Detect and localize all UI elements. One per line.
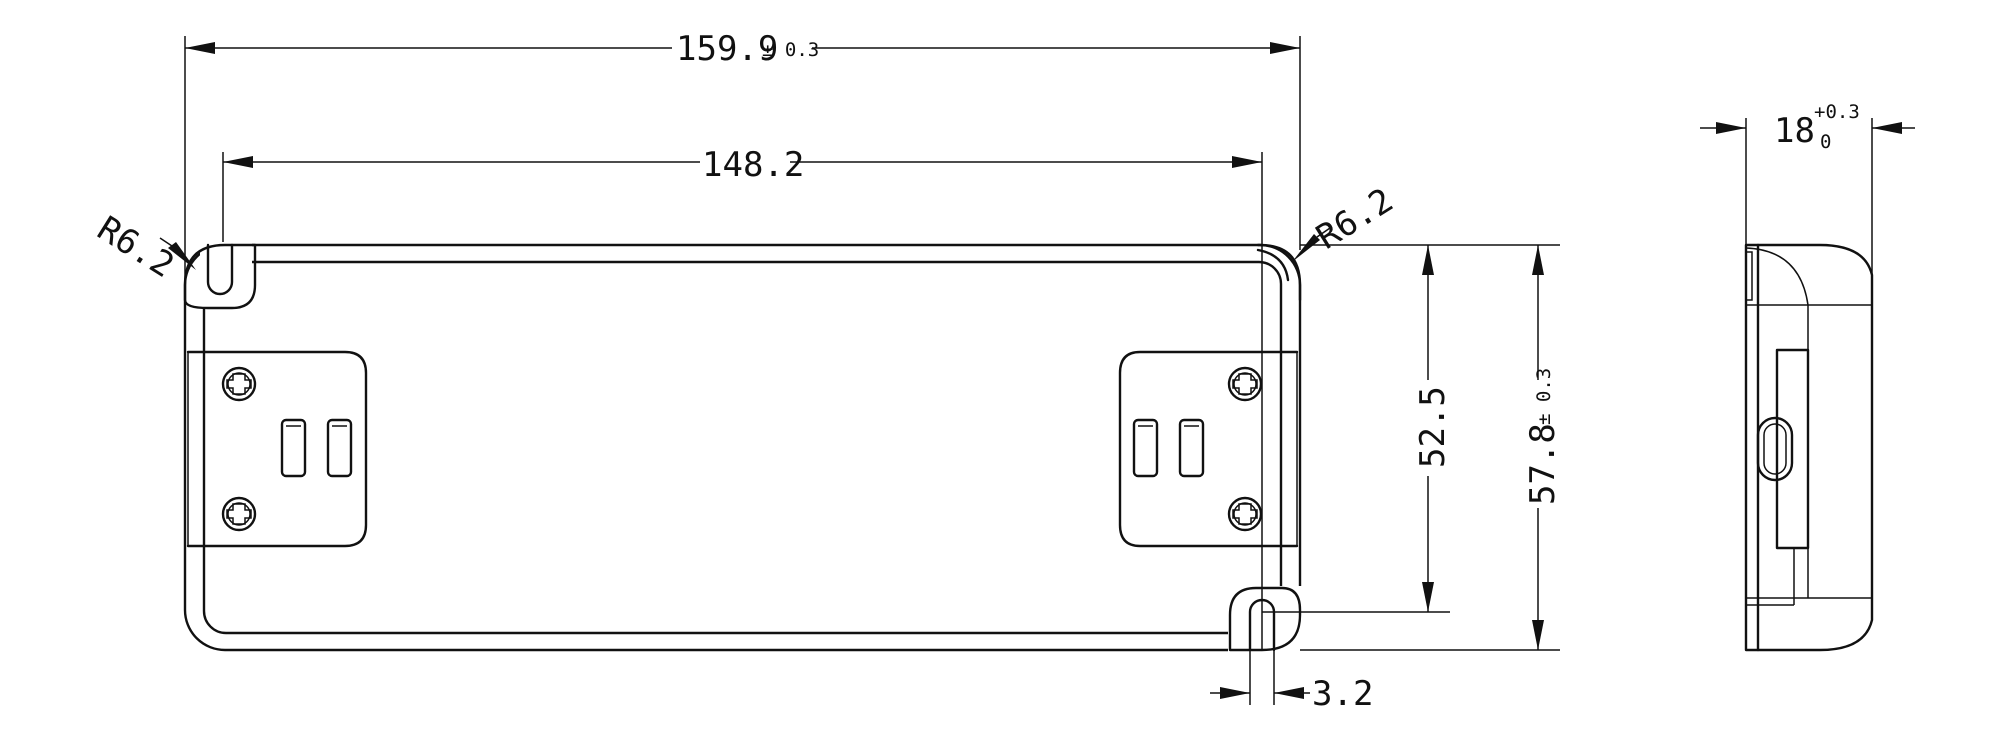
screw-icon [1227, 366, 1263, 402]
mounting-slot-top-left [183, 243, 257, 310]
dimension-radius-left: R6.2 [90, 209, 196, 286]
overall-width-tolerance: ± 0.3 [1533, 368, 1555, 425]
slot-width-value: 3.2 [1312, 674, 1373, 714]
mount-spacing-value: 148.2 [702, 145, 804, 185]
housing-inner-outline [202, 260, 1283, 635]
screw-icon [221, 366, 257, 402]
dimension-overall-width: 57.8 ± 0.3 [1300, 244, 1563, 651]
terminal-slot [1178, 418, 1205, 478]
terminal-slot [1132, 418, 1159, 478]
screw-icon [1227, 496, 1263, 532]
overall-width-value: 57.8 [1523, 423, 1563, 505]
dimension-overall-length: 159.9 ± 0.3 [184, 28, 1301, 300]
thickness-tolerance-lower: 0 [1820, 131, 1831, 153]
radius-left-value: R6.2 [90, 209, 181, 286]
dimension-mount-spacing: 148.2 [222, 142, 1263, 650]
dimension-mount-height: 52.5 [1262, 244, 1453, 613]
mounting-slot-bottom-right [1228, 586, 1302, 652]
right-end-cap [1118, 350, 1299, 548]
dimension-radius-right: R6.2 [1292, 180, 1400, 262]
overall-length-tolerance: ± 0.3 [762, 39, 819, 61]
housing-outline [183, 243, 1302, 652]
screw-icon [221, 496, 257, 532]
thickness-tolerance-upper: +0.3 [1814, 101, 1860, 123]
side-view [1744, 243, 1874, 652]
thickness-value: 18 [1774, 111, 1815, 151]
mount-height-value: 52.5 [1413, 386, 1453, 468]
radius-right-value: R6.2 [1310, 180, 1401, 257]
overall-length-value: 159.9 [676, 29, 778, 69]
terminal-slot [280, 418, 307, 478]
terminal-slot [326, 418, 353, 478]
top-view [183, 243, 1302, 652]
dimension-thickness: 18 +0.3 0 [1700, 101, 1915, 275]
left-end-cap [186, 350, 368, 548]
cable-opening [1756, 416, 1794, 482]
dimension-slot-width: 3.2 [1210, 650, 1373, 714]
